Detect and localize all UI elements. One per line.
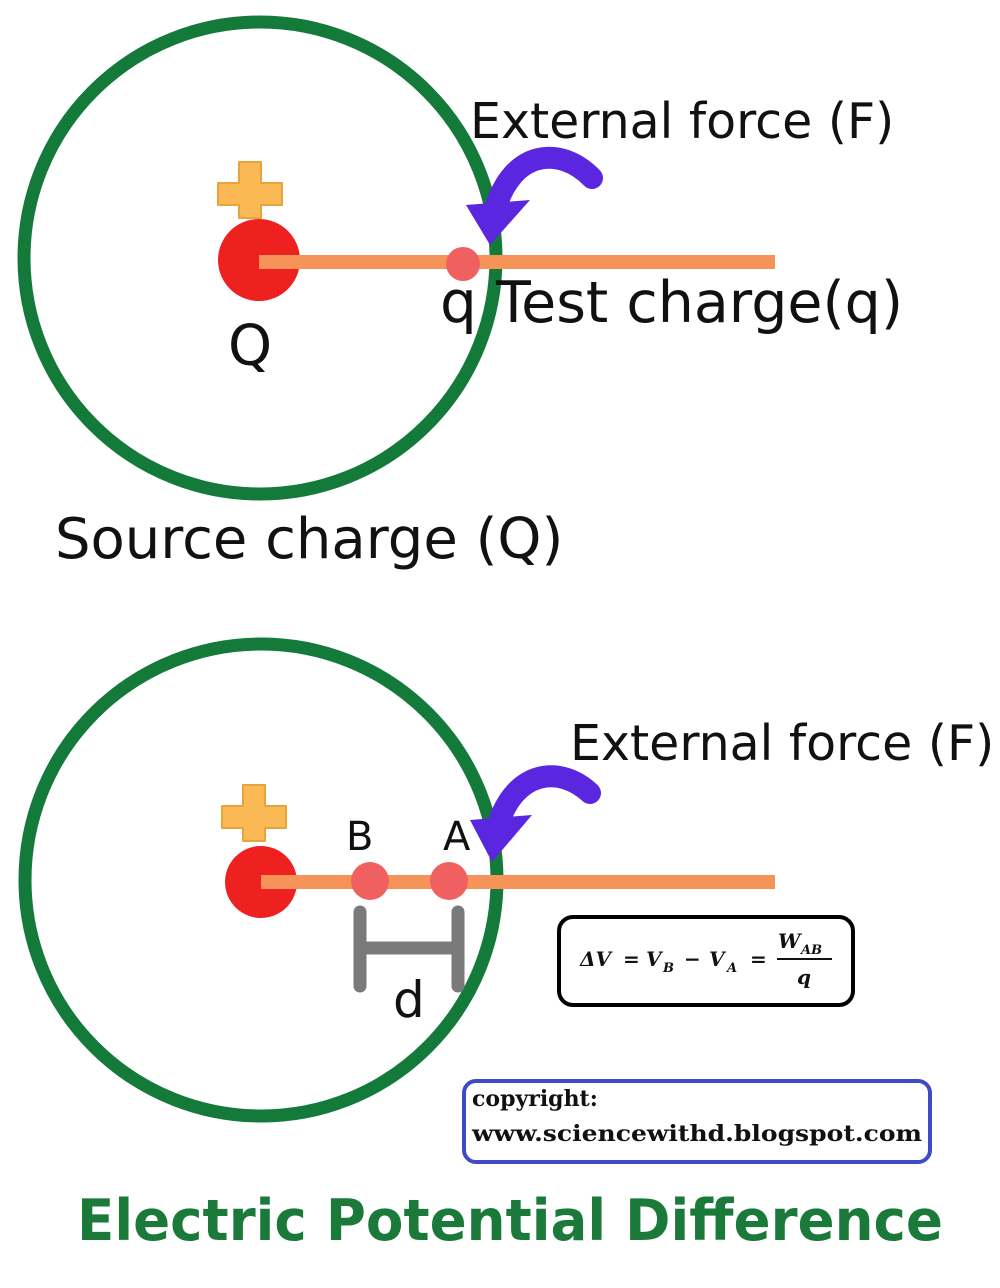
formula-delta-v: ΔV xyxy=(579,947,614,971)
top-test-charge-symbol: q xyxy=(440,268,477,336)
top-source-charge-symbol: Q xyxy=(228,314,272,379)
point-a-label: A xyxy=(443,814,471,860)
formula-va: V xyxy=(709,947,727,971)
point-b-charge xyxy=(351,862,389,900)
top-test-charge xyxy=(446,247,480,281)
page-title: Electric Potential Difference xyxy=(77,1188,943,1254)
top-external-force-arrow-icon xyxy=(466,146,603,245)
formula-vb: V xyxy=(646,947,664,971)
formula-numerator-subscript: AB xyxy=(799,943,822,958)
formula-box: ΔV = V B − V A = W AB q xyxy=(557,915,855,1007)
formula-equals-1: = xyxy=(623,947,640,971)
copyright-line-2: www.sciencewithd.blogspot.com xyxy=(471,1121,922,1147)
formula-va-subscript: A xyxy=(725,961,737,976)
top-test-charge-label: Test charge(q) xyxy=(495,270,903,336)
distance-label: d xyxy=(393,971,425,1029)
bottom-diagram: External force (F) B A d xyxy=(18,637,994,1123)
formula-numerator-w: W xyxy=(778,929,803,953)
point-b-label: B xyxy=(346,814,373,860)
bottom-external-force-arrow-icon xyxy=(470,765,601,862)
distance-bracket xyxy=(353,905,465,993)
copyright-box: copyright: www.sciencewithd.blogspot.com xyxy=(462,1079,932,1164)
formula-equals-2: = xyxy=(750,947,767,971)
point-a-charge xyxy=(430,862,468,900)
formula-vb-subscript: B xyxy=(662,961,674,976)
top-plus-sign-icon xyxy=(217,161,283,219)
source-charge-label: Source charge (Q) xyxy=(55,507,563,572)
top-diagram: External force (F) q Test charge(q) Q So… xyxy=(17,15,903,572)
top-external-force-label: External force (F) xyxy=(470,93,894,150)
copyright-line-1: copyright: xyxy=(472,1086,598,1112)
bottom-plus-sign-icon xyxy=(221,784,287,842)
formula-minus: − xyxy=(684,947,701,971)
bottom-external-force-label: External force (F) xyxy=(570,715,994,772)
formula-denominator: q xyxy=(797,965,811,989)
